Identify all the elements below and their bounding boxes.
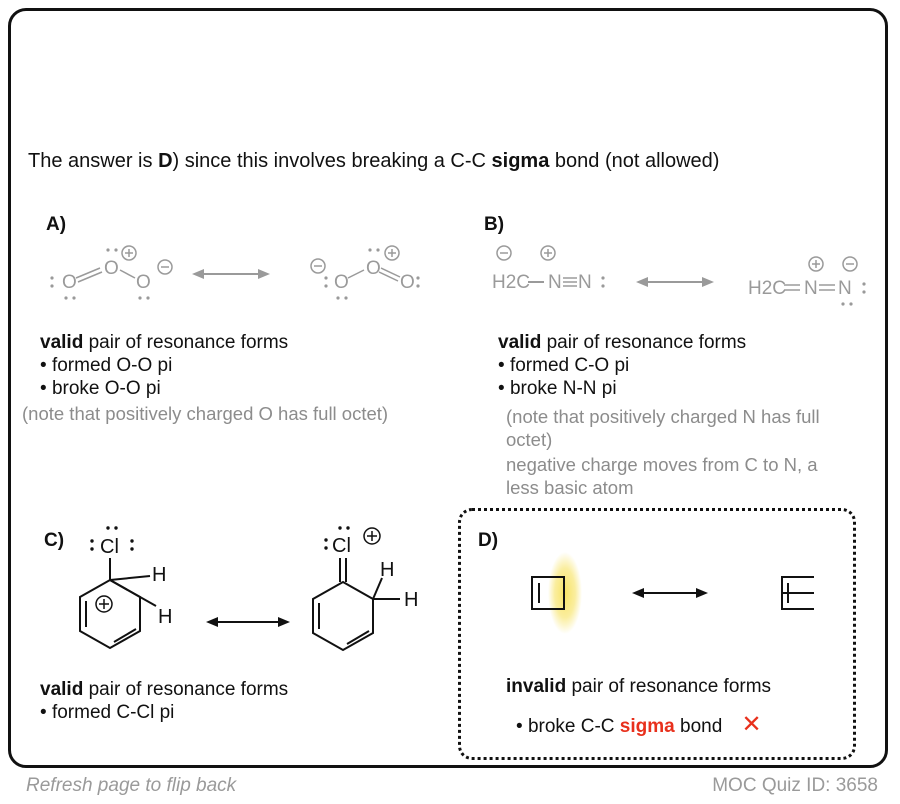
atom-n: N: [838, 278, 852, 299]
atom-o: O: [366, 258, 381, 279]
panel-b-bullet: formed C-O pi: [498, 354, 629, 377]
panel-a-bullet: broke O-O pi: [40, 377, 161, 400]
panel-a-note: (note that positively charged O has full…: [22, 403, 389, 424]
chlorobenzenium-resonance-diagram: Cl H H Cl H H: [79, 526, 418, 652]
panel-c-verdict: valid pair of resonance forms: [40, 679, 289, 700]
panel-d-verdict: invalid pair of resonance forms: [506, 676, 772, 697]
answer-text: The answer is D) since this involves bre…: [28, 150, 720, 172]
atom-o: O: [136, 272, 151, 293]
panel-b-label: B): [484, 214, 505, 235]
panel-b-verdict: valid pair of resonance forms: [498, 332, 747, 353]
panel-d-bullet: • broke C-C sigma bond ✕: [516, 711, 762, 738]
atom-h: H: [158, 606, 172, 628]
atom-n: N: [548, 272, 562, 293]
panel-b-note: (note that positively charged N has full…: [506, 406, 820, 450]
panel-d-highlight-box: [458, 508, 856, 760]
atom-o: O: [104, 258, 119, 279]
atom-h2c: H2C: [492, 272, 530, 293]
refresh-hint: Refresh page to flip back: [26, 775, 237, 796]
ozone-resonance-diagram: O O O O O O: [50, 245, 420, 300]
atom-h: H: [380, 559, 394, 581]
atom-cl: Cl: [100, 536, 119, 558]
atom-h: H: [152, 564, 166, 586]
atom-h: H: [404, 589, 418, 611]
atom-n: N: [578, 272, 592, 293]
atom-h2c: H2C: [748, 278, 786, 299]
panel-c-bullet: formed C-Cl pi: [40, 701, 174, 724]
panel-a-bullet: formed O-O pi: [40, 354, 172, 377]
atom-o: O: [400, 272, 415, 293]
panel-a-label: A): [46, 214, 67, 235]
panel-b-bullet: broke N-N pi: [498, 377, 617, 400]
atom-o: O: [334, 272, 349, 293]
atom-cl: Cl: [332, 535, 351, 557]
quiz-id: MOC Quiz ID: 3658: [712, 775, 878, 796]
red-x-icon: ✕: [741, 711, 762, 738]
diazomethane-resonance-diagram: H2C N N H2C N N: [492, 245, 866, 306]
panel-a-verdict: valid pair of resonance forms: [40, 332, 289, 353]
atom-n: N: [804, 278, 818, 299]
panel-b-note: negative charge moves from C to N, a les…: [506, 454, 818, 498]
panel-c-label: C): [44, 530, 65, 551]
cyclobutene-resonance-diagram: [531, 552, 814, 634]
atom-o: O: [62, 272, 77, 293]
panel-d-label: D): [478, 530, 499, 551]
